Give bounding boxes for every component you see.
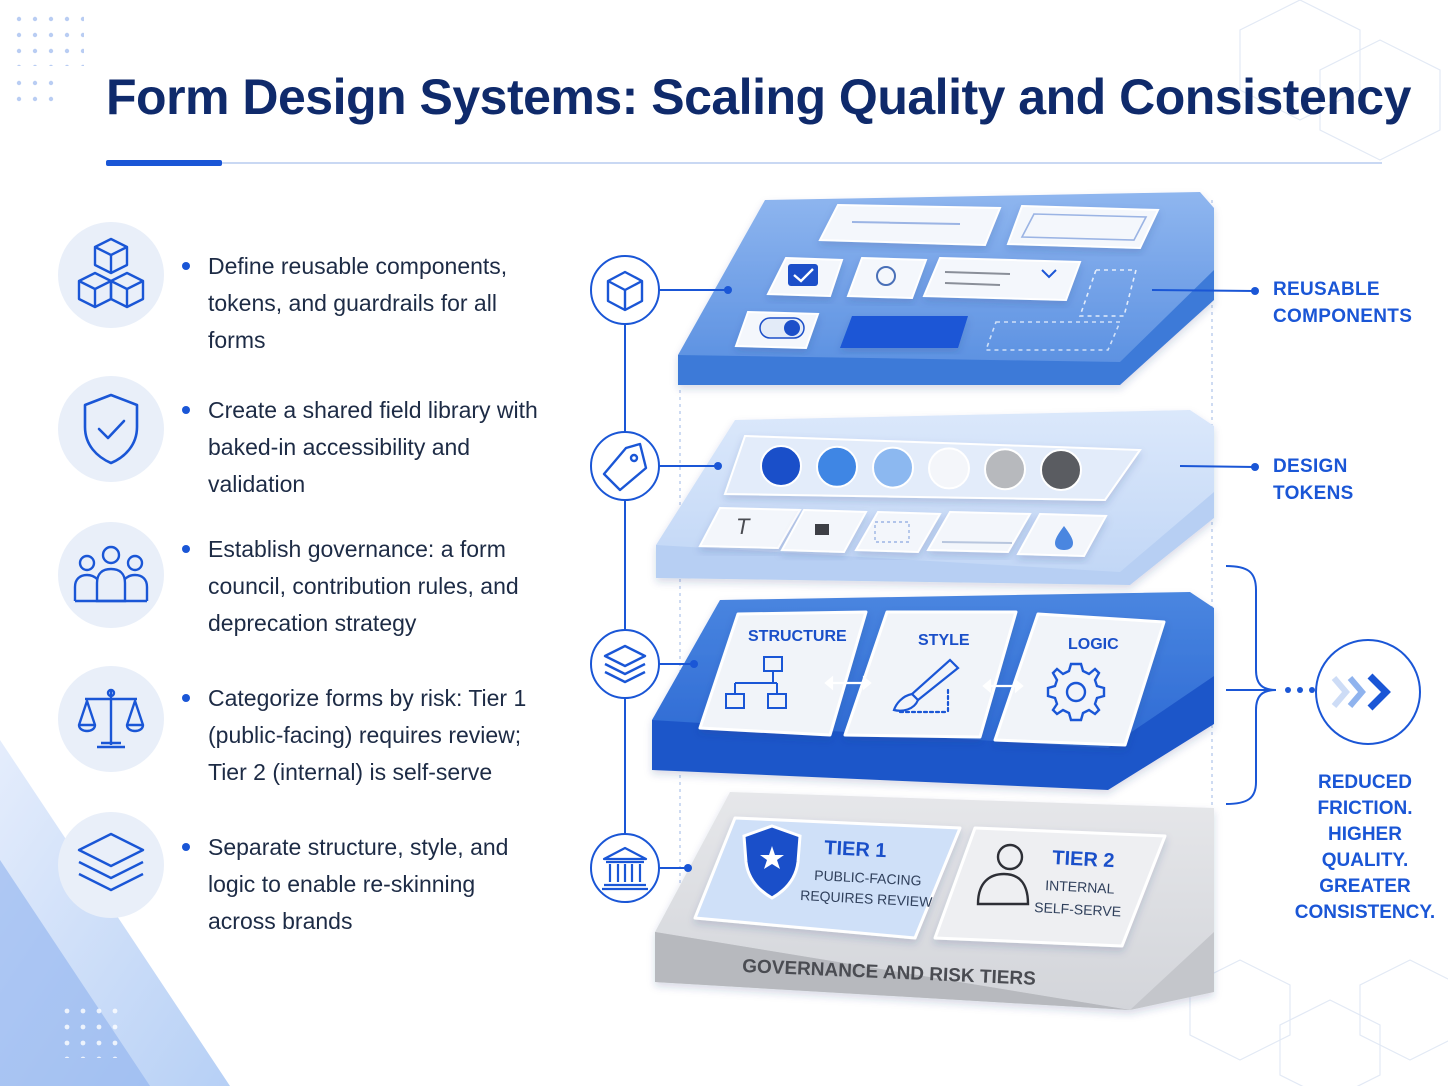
label-tokens-line-2: TOKENS <box>1273 483 1354 504</box>
tier2-card <box>933 826 1167 948</box>
color-swatch-5 <box>984 448 1026 491</box>
tier1-title: TIER 1 <box>824 837 887 862</box>
bullet-text-3: Establish governance: a form council, co… <box>208 531 558 642</box>
component-toggle <box>734 310 820 350</box>
bullet-4-line-2: (public-facing) requires review; <box>208 722 522 748</box>
bullet-4-line-1: Categorize forms by risk: Tier 1 <box>208 685 527 711</box>
color-swatch-4 <box>928 447 970 490</box>
bullet-text-4: Categorize forms by risk: Tier 1 (public… <box>208 680 558 791</box>
color-swatch-2 <box>816 445 858 488</box>
bullet-dot-1 <box>182 262 190 270</box>
bullet-icon-circle-3 <box>58 522 164 628</box>
label-design-tokens: DESIGN TOKENS <box>1273 453 1354 507</box>
double-arrow-icon-2 <box>982 678 1024 694</box>
bullet-5-line-2: logic to enable re-skinning <box>208 871 476 897</box>
result-line-2: FRICTION. <box>1317 798 1413 819</box>
bullet-2-line-1: Create a shared field library with <box>208 397 538 423</box>
droplet-icon <box>1055 526 1073 550</box>
logic-card <box>993 612 1166 747</box>
bullet-icon-circle-5 <box>58 812 164 918</box>
bullet-icon-circle-4 <box>58 666 164 772</box>
bullet-text-1: Define reusable components, tokens, and … <box>208 248 558 359</box>
tag-icon-circle <box>590 431 660 501</box>
bullet-5-line-1: Separate structure, style, and <box>208 834 509 860</box>
token-tile-typography <box>698 506 802 550</box>
bracket <box>1225 565 1277 805</box>
hierarchy-icon <box>725 656 787 709</box>
tier1-line-2: REQUIRES REVIEW <box>800 887 934 910</box>
component-radio <box>846 256 928 300</box>
radius-line-icon <box>941 541 1013 544</box>
result-line-6: CONSISTENCY. <box>1294 902 1436 923</box>
dashed-square-icon <box>874 521 910 543</box>
user-icon <box>976 843 1030 906</box>
bank-icon-circle <box>590 833 660 903</box>
brush-icon <box>892 658 960 714</box>
result-line-3: HIGHER <box>1328 824 1402 845</box>
bullet-3-line-3: deprecation strategy <box>208 610 417 636</box>
scales-icon <box>77 688 145 749</box>
bullet-3-line-2: council, contribution rules, and <box>208 573 519 599</box>
result-text: REDUCED FRICTION. HIGHER QUALITY. GREATE… <box>1290 770 1440 926</box>
bullet-dot-3 <box>182 545 190 553</box>
component-dropdown <box>922 256 1082 302</box>
cube-icon-circle <box>590 255 660 325</box>
cubes-icon <box>77 237 145 309</box>
bullet-1-line-1: Define reusable components, <box>208 253 508 279</box>
star-shield-icon <box>742 824 802 900</box>
bullet-icon-circle-1 <box>58 222 164 328</box>
layers-icon-circle <box>590 629 660 699</box>
result-line-1: REDUCED <box>1318 772 1412 793</box>
color-swatch-6 <box>1040 449 1082 491</box>
bullet-4-line-3: Tier 2 (internal) is self-serve <box>208 759 493 785</box>
result-line-5: GREATER <box>1319 876 1411 897</box>
typography-icon: T <box>736 514 751 539</box>
tier1-line-1: PUBLIC-FACING <box>814 867 922 889</box>
layers-icon <box>77 832 145 892</box>
bullet-5-line-3: across brands <box>208 908 353 934</box>
color-swatch-3 <box>872 446 914 489</box>
component-checkbox <box>766 256 844 298</box>
title-accent-bar <box>106 160 222 166</box>
filled-square-icon <box>815 524 829 535</box>
color-swatch-1 <box>760 445 802 487</box>
page-title: Form Design Systems: Scaling Quality and… <box>106 69 1411 125</box>
card-label-logic: LOGIC <box>1068 636 1119 653</box>
component-placeholder <box>1078 269 1138 317</box>
shield-check-icon <box>83 393 139 465</box>
tier2-title: TIER 2 <box>1052 847 1115 872</box>
card-label-style: STYLE <box>918 632 970 649</box>
label-components-line-2: COMPONENTS <box>1273 306 1413 327</box>
label-tokens-line-1: DESIGN <box>1273 456 1348 477</box>
component-placeholder-2 <box>984 321 1122 351</box>
bullet-text-5: Separate structure, style, and logic to … <box>208 829 558 940</box>
structure-card <box>698 610 868 737</box>
result-line-4: QUALITY. <box>1321 850 1409 871</box>
component-text-area <box>1006 204 1160 250</box>
chevrons-right-icon <box>1315 639 1421 745</box>
bullet-text-2: Create a shared field library with baked… <box>208 392 558 503</box>
label-components-line-1: REUSABLE <box>1273 279 1380 300</box>
card-label-structure: STRUCTURE <box>748 628 847 645</box>
tier2-line-2: SELF-SERVE <box>1034 899 1122 920</box>
people-group-icon <box>73 545 149 603</box>
component-button <box>840 316 968 348</box>
double-arrow-icon <box>824 675 872 691</box>
title-divider <box>106 162 1382 164</box>
tier2-line-1: INTERNAL <box>1045 877 1115 897</box>
bullet-dot-2 <box>182 406 190 414</box>
bullet-3-line-1: Establish governance: a form <box>208 536 506 562</box>
gear-icon <box>1046 662 1106 722</box>
color-swatches <box>760 445 1082 491</box>
bullet-2-line-2: baked-in accessibility and validation <box>208 434 471 497</box>
style-card <box>843 610 1018 739</box>
component-input-field <box>818 203 1002 247</box>
bullet-dot-5 <box>182 843 190 851</box>
bullet-1-line-2: tokens, and guardrails for all forms <box>208 290 497 353</box>
label-reusable-components: REUSABLE COMPONENTS <box>1273 276 1412 330</box>
bullet-icon-circle-2 <box>58 376 164 482</box>
bullet-dot-4 <box>182 694 190 702</box>
